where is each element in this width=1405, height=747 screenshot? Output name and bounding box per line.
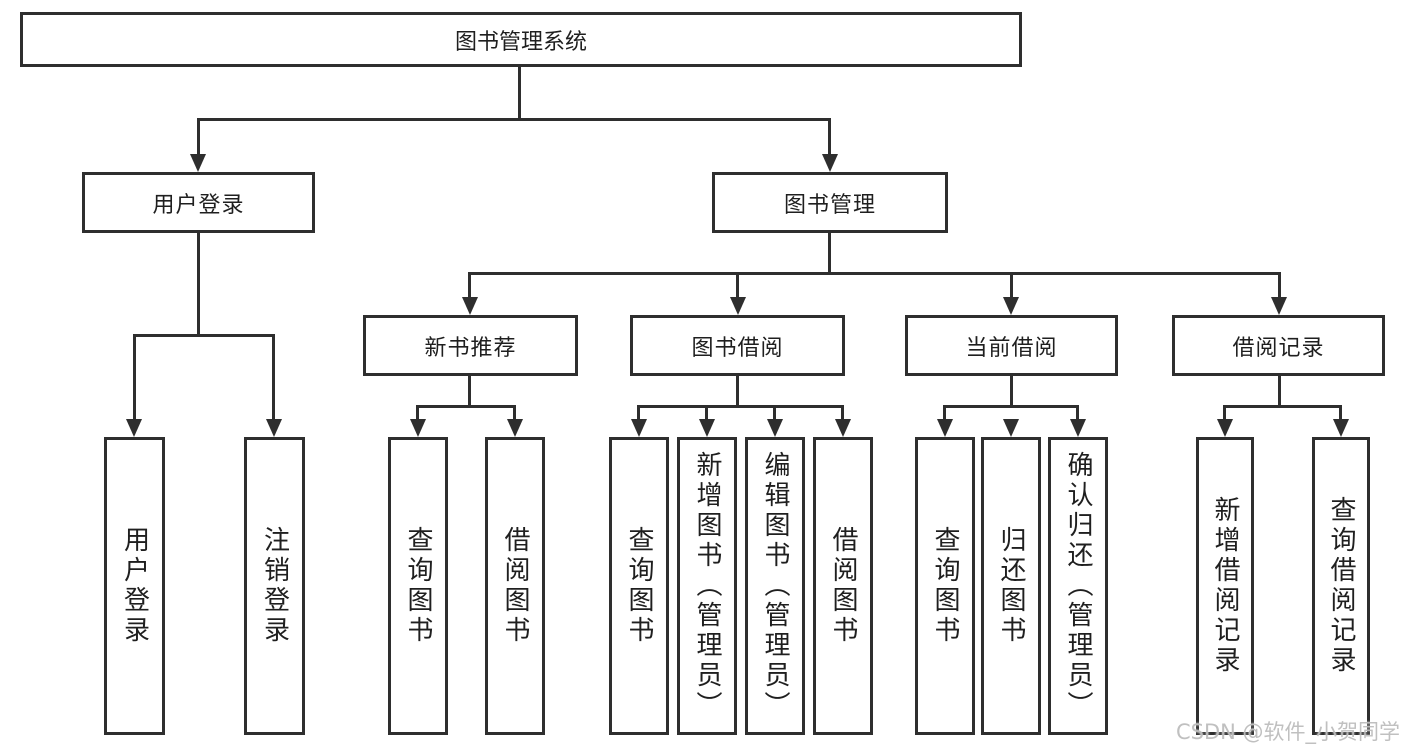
connector-line: [197, 118, 200, 158]
node-label: 借阅图书: [828, 526, 858, 646]
arrow-down-icon: [1003, 297, 1019, 315]
node-label: 查询图书: [624, 526, 654, 646]
arrow-down-icon: [507, 419, 523, 437]
connector-line: [736, 375, 739, 408]
arrow-down-icon: [266, 419, 282, 437]
arrow-down-icon: [822, 154, 838, 172]
node-label: 查询图书: [930, 526, 960, 646]
node-root-library-system: 图书管理系统: [20, 12, 1022, 67]
node-label: 图书管理: [783, 192, 876, 218]
connector-line: [736, 272, 739, 300]
arrow-down-icon: [410, 419, 426, 437]
node-label: 当前借阅: [965, 335, 1058, 361]
connector-line: [1278, 272, 1281, 300]
connector-line: [133, 334, 136, 422]
connector-line: [468, 272, 1281, 275]
node-user-login: 用户登录: [82, 172, 315, 233]
arrow-down-icon: [767, 419, 783, 437]
connector-line: [943, 405, 1079, 408]
node-label: 用户登录: [119, 526, 150, 646]
arrow-down-icon: [1003, 419, 1019, 437]
node-label: 确认归还（管理员）: [1063, 451, 1093, 721]
connector-line: [1223, 405, 1226, 422]
node-label: 新书推荐: [424, 335, 517, 361]
arrow-down-icon: [1333, 419, 1349, 437]
node-label: 查询图书: [403, 526, 433, 646]
arrow-down-icon: [1070, 419, 1086, 437]
connector-line: [1278, 375, 1281, 408]
connector-line: [197, 232, 200, 337]
leaf-query-books-current: 查询图书: [915, 437, 975, 735]
node-label: 新增借阅记录: [1210, 496, 1240, 676]
connector-line: [1339, 405, 1342, 422]
connector-line: [828, 118, 831, 158]
connector-line: [637, 405, 844, 408]
leaf-confirm-return-admin: 确认归还（管理员）: [1048, 437, 1108, 735]
node-label: 图书借阅: [691, 335, 784, 361]
arrow-down-icon: [835, 419, 851, 437]
node-label: 图书管理系统: [454, 29, 587, 55]
leaf-return-books: 归还图书: [981, 437, 1041, 735]
arrow-down-icon: [126, 419, 142, 437]
csdn-watermark: CSDN @软件_小贺同学: [1176, 720, 1401, 744]
arrow-down-icon: [631, 419, 647, 437]
node-label: 编辑图书（管理员）: [760, 451, 790, 721]
leaf-add-books-admin: 新增图书（管理员）: [677, 437, 737, 735]
connector-line: [841, 405, 844, 422]
connector-line: [468, 272, 471, 300]
connector-line: [637, 405, 640, 422]
connector-line: [197, 118, 831, 121]
leaf-query-borrow-record: 查询借阅记录: [1312, 437, 1370, 735]
arrow-down-icon: [190, 154, 206, 172]
connector-line: [133, 334, 275, 337]
node-book-borrowing: 图书借阅: [630, 315, 845, 376]
connector-line: [272, 334, 275, 422]
arrow-down-icon: [699, 419, 715, 437]
arrow-down-icon: [1217, 419, 1233, 437]
leaf-borrow-books: 借阅图书: [813, 437, 873, 735]
arrow-down-icon: [462, 297, 478, 315]
node-label: 归还图书: [996, 526, 1026, 646]
node-label: 注销登录: [259, 526, 290, 646]
arrow-down-icon: [730, 297, 746, 315]
node-label: 新增图书（管理员）: [692, 451, 722, 721]
node-current-borrowing: 当前借阅: [905, 315, 1118, 376]
leaf-add-borrow-record: 新增借阅记录: [1196, 437, 1254, 735]
connector-line: [416, 405, 419, 422]
leaf-edit-books-admin: 编辑图书（管理员）: [745, 437, 805, 735]
connector-line: [1223, 405, 1342, 408]
connector-line: [1010, 375, 1013, 408]
connector-line: [828, 232, 831, 275]
connector-line: [416, 405, 516, 408]
connector-line: [513, 405, 516, 422]
connector-line: [468, 375, 471, 408]
arrow-down-icon: [1271, 297, 1287, 315]
node-borrowing-records: 借阅记录: [1172, 315, 1385, 376]
leaf-borrow-books-recommend: 借阅图书: [485, 437, 545, 735]
node-label: 用户登录: [152, 192, 245, 218]
leaf-user-login: 用户登录: [104, 437, 165, 735]
connector-line: [705, 405, 708, 422]
node-new-book-recommend: 新书推荐: [363, 315, 578, 376]
connector-line: [1010, 272, 1013, 300]
connector-line: [943, 405, 946, 422]
connector-line: [773, 405, 776, 422]
connector-line: [1076, 405, 1079, 422]
node-label: 借阅记录: [1232, 335, 1325, 361]
arrow-down-icon: [937, 419, 953, 437]
leaf-query-books-recommend: 查询图书: [388, 437, 448, 735]
leaf-logout: 注销登录: [244, 437, 305, 735]
node-book-management: 图书管理: [712, 172, 948, 233]
leaf-query-books-borrowing: 查询图书: [609, 437, 669, 735]
node-label: 查询借阅记录: [1326, 496, 1356, 676]
connector-line: [518, 65, 521, 120]
node-label: 借阅图书: [500, 526, 530, 646]
